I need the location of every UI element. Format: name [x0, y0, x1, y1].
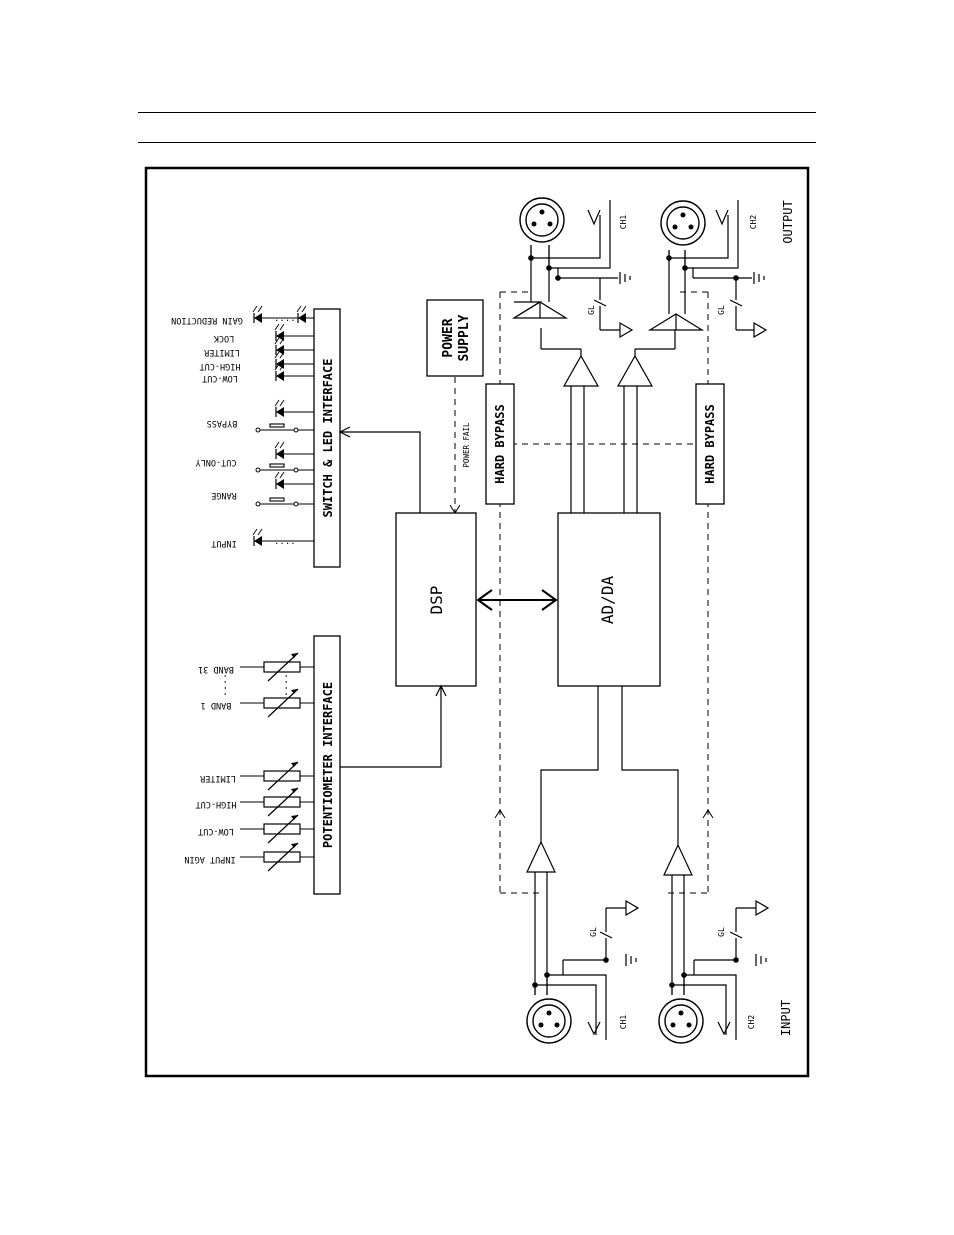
- input-section-label: INPUT: [779, 1000, 793, 1036]
- dsp-adda-link: [478, 590, 556, 610]
- label-high-cut: HIGH-CUT: [200, 361, 241, 371]
- label-band-31: BAND 31: [198, 664, 234, 674]
- output-section-label: OUTPUT: [781, 200, 795, 243]
- adda-label: AD/DA: [598, 576, 617, 625]
- label-cut-only: CUT-ONLY: [196, 457, 237, 467]
- power-supply-label-2: SUPPLY: [457, 314, 472, 361]
- label-pot-limiter: LIMITER: [199, 773, 236, 783]
- label-lock: LOCK: [213, 333, 234, 343]
- pot-ellipsis: ....: [279, 673, 290, 697]
- output-ch1-label: CH1: [619, 215, 628, 230]
- input-ch1-label: CH1: [619, 1015, 628, 1030]
- switch-led-labels: GAIN REDUCTION LOCK LIMITER HIGH-CUT LOW…: [171, 315, 243, 548]
- hard-bypass-ch1-label: HARD BYPASS: [493, 404, 507, 483]
- label-gain-reduction: GAIN REDUCTION: [171, 315, 243, 325]
- label-range: RANGE: [211, 490, 237, 500]
- switch-led-wiring: [258, 318, 314, 541]
- label-pot-low-cut: LOW-CUT: [198, 826, 234, 836]
- input-ch1-gl-label: GL: [589, 927, 598, 937]
- power-supply-label-1: POWER: [441, 318, 456, 357]
- label-pot-input-gain: INPUT AGIN: [184, 854, 235, 864]
- label-band-1: BAND 1: [201, 700, 232, 710]
- switch-led-ellipsis-2: ....: [274, 537, 296, 547]
- label-low-cut: LOW-CUT: [202, 373, 238, 383]
- switch-led-interface-label: SWITCH & LED INTERFACE: [321, 359, 335, 518]
- input-ch2-label: CH2: [747, 1015, 756, 1030]
- potentiometer-interface-label: POTENTIOMETER INTERFACE: [321, 682, 335, 848]
- label-pot-high-cut: HIGH-CUT: [196, 799, 237, 809]
- pot-label-ellipsis: ....: [218, 673, 229, 697]
- output-ch2-label: CH2: [749, 215, 758, 230]
- hard-bypass-ch2-label: HARD BYPASS: [703, 404, 717, 483]
- dsp-label: DSP: [427, 586, 446, 615]
- switch-led-ellipsis-1: ....: [274, 314, 296, 324]
- adda-output-wiring: [514, 245, 702, 513]
- output-ch1-gl-label: GL: [587, 305, 596, 315]
- label-limiter: LIMITER: [203, 347, 240, 357]
- label-input: INPUT: [211, 538, 237, 548]
- adda-input-wiring: [527, 686, 692, 995]
- switch-led-indicators: [253, 306, 306, 546]
- label-bypass: BYPASS: [207, 418, 238, 428]
- power-fail-label: POWER FAIL: [462, 422, 471, 468]
- input-ch2-gl-label: GL: [717, 927, 726, 937]
- output-ch2-gl-label: GL: [717, 305, 726, 315]
